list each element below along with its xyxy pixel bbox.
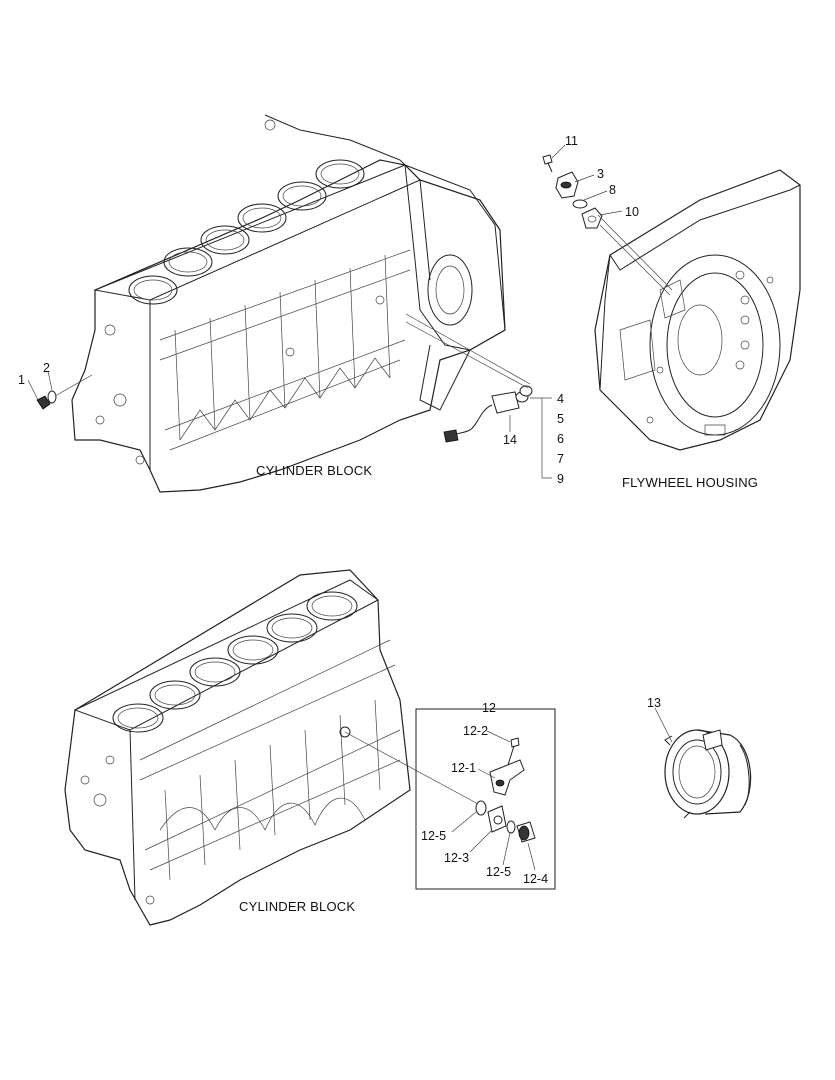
- callout-12: 12: [482, 701, 496, 715]
- caption-flywheel-housing: FLYWHEEL HOUSING: [622, 475, 758, 490]
- caption-cylinder-block-bottom: CYLINDER BLOCK: [239, 899, 355, 914]
- callout-6: 6: [557, 432, 564, 446]
- callout-8: 8: [609, 183, 616, 197]
- callout-14: 14: [503, 433, 517, 447]
- callout-10: 10: [625, 205, 639, 219]
- callout-12-3: 12-3: [444, 851, 469, 865]
- cylinder-block-bottom-illustration: [64, 569, 481, 926]
- callout-11: 11: [565, 134, 578, 148]
- assembly-12-detail: [415, 708, 556, 890]
- callout-7: 7: [557, 452, 564, 466]
- callout-12-5-left: 12-5: [421, 829, 446, 843]
- callout-1: 1: [18, 373, 25, 387]
- cylinder-block-top-illustration: [71, 114, 506, 493]
- callout-12-5-right: 12-5: [486, 865, 511, 879]
- caption-cylinder-block-top: CYLINDER BLOCK: [256, 463, 372, 478]
- callout-5: 5: [557, 412, 564, 426]
- callout-4: 4: [557, 392, 564, 406]
- callout-labels: 1 2 11 3 8 10 4 5 6 7 9 14 12 12-2 12-1 …: [18, 134, 661, 886]
- callout-12-2: 12-2: [463, 724, 488, 738]
- callout-2: 2: [43, 361, 50, 375]
- part-13-illustration: [664, 729, 752, 819]
- captions: CYLINDER BLOCK FLYWHEEL HOUSING CYLINDER…: [239, 463, 758, 914]
- flywheel-housing-illustration: [594, 169, 801, 451]
- callout-3: 3: [597, 167, 604, 181]
- plug-and-washer: [36, 374, 93, 410]
- callout-9: 9: [557, 472, 564, 486]
- callout-leaders: [27, 144, 673, 871]
- callout-13: 13: [647, 696, 661, 710]
- callout-12-4: 12-4: [523, 872, 548, 886]
- sensor-assembly-top: [405, 154, 673, 443]
- callout-12-1: 12-1: [451, 761, 476, 775]
